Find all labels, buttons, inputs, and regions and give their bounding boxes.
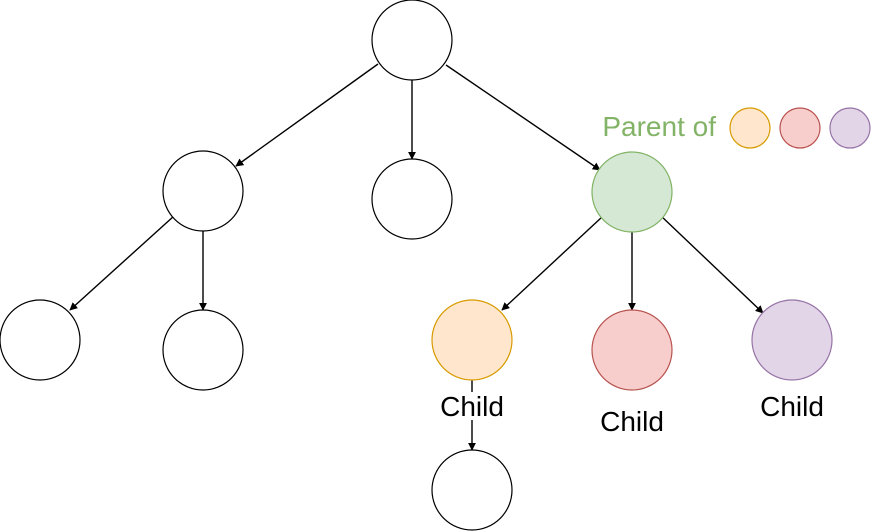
tree-node-n1a [0,299,81,381]
legend: Parent of [602,107,871,149]
legend-swatch-orange [729,107,771,149]
edge-root-to-parent [445,64,601,171]
tree-node-child-purple [751,299,833,381]
edges [69,63,764,451]
tree-node-root [371,0,453,81]
edge-parent-to-child-purple [659,214,764,314]
tree-node-n2 [371,158,453,240]
edge-root-to-n1 [235,63,379,167]
tree-node-child-orange [431,299,513,381]
legend-label: Parent of [602,111,716,142]
edge-n1-to-n1a [69,215,175,311]
tree-node-grandchild [431,449,513,531]
tree-node-child-red [591,309,673,391]
child-labels: Child Child Child [440,391,824,437]
tree-node-parent [591,151,673,233]
child-label-red: Child [600,406,664,437]
nodes [0,0,833,531]
legend-swatch-red [779,107,821,149]
child-label-purple: Child [760,391,824,422]
tree-node-n1 [162,150,244,232]
child-label-orange: Child [440,391,504,422]
legend-swatch-purple [829,107,871,149]
tree-node-n1b [162,309,244,391]
edge-parent-to-child-orange [501,216,603,311]
